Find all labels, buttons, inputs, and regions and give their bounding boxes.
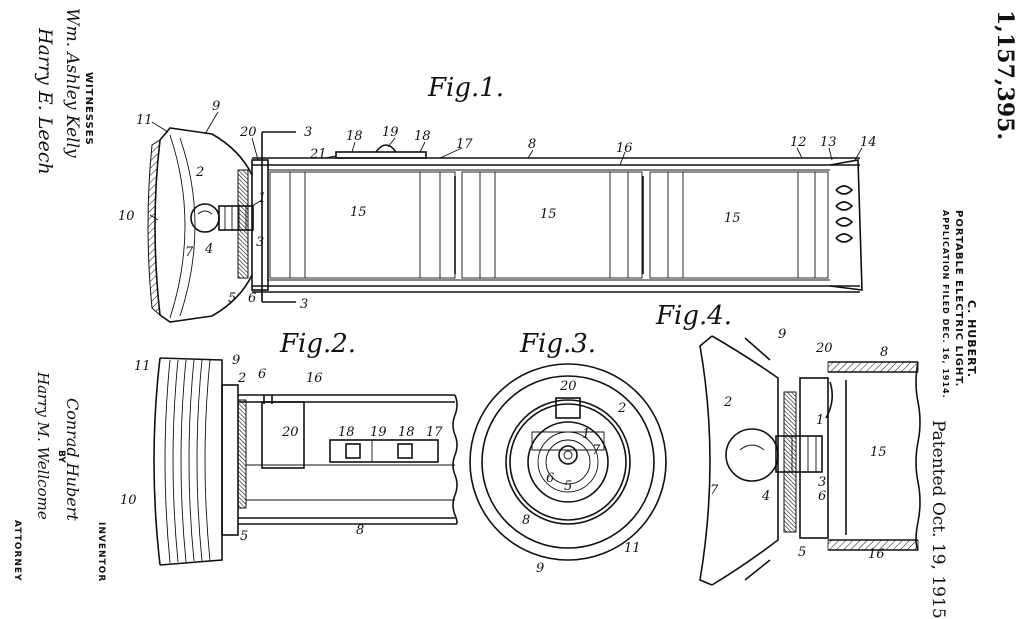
fig4-label: 7 [710,483,719,498]
fig3-label: 11 [624,541,641,556]
fig1-label: 6 [248,291,256,306]
fig1-label: 7 [185,245,194,260]
fig3-label: 5 [564,479,572,494]
fig4-label: 2 [723,395,732,410]
fig1-labels: 11 9 20 3 18 19 18 21 17 8 16 12 13 14 2… [118,99,877,312]
fig3-label: 7 [592,443,601,458]
fig3-label: 9 [536,561,544,576]
fig4-label: 15 [870,445,887,460]
fig1-label: 3 [256,235,264,250]
fig1-label: 2 [195,165,204,180]
attorney-signature: Harry M. Wellcome [34,372,52,520]
fig4-drawing: Fig.4. [655,301,921,586]
fig3-labels: 20 2 1 7 6 5 8 11 9 [522,379,641,576]
fig1-label: 15 [724,211,741,226]
fig3-label: 1 [582,427,590,442]
fig3-label: 2 [617,401,626,416]
fig2-label: 8 [356,523,364,538]
fig1-label: 8 [528,137,536,152]
fig1-label: 9 [212,99,220,114]
fig1-label: 21 [309,147,327,162]
fig1-label: 13 [820,135,837,150]
fig4-label: 3 [818,475,826,490]
fig4-label: 1 [816,413,824,428]
fig2-label: 5 [240,529,248,544]
fig2-title: Fig.2. [279,329,356,359]
fig2-label: 16 [306,371,323,386]
fig2-labels: 11 9 2 6 16 20 18 19 18 17 10 5 8 [120,353,443,544]
inventor-heading: INVENTOR [96,522,106,583]
fig4-label: 4 [761,489,770,504]
fig4-label: 8 [880,345,888,360]
patent-figures: Fig.1. [118,73,921,586]
fig1-drawing: Fig.1. [147,73,863,323]
fig3-label: 6 [546,471,554,486]
fig1-label: 1 [258,191,266,206]
fig3-label: 20 [559,379,577,394]
fig4-label: 9 [778,327,786,342]
witness-signature-2: Harry E. Leech [34,28,56,175]
fig4-title: Fig.4. [655,301,732,331]
fig2-label: 6 [258,367,266,382]
fig1-label: 3 [300,297,308,312]
fig2-label: 11 [134,359,151,374]
fig1-label: 17 [456,137,473,152]
fig2-label: 19 [370,425,387,440]
fig4-label: 6 [818,489,826,504]
fig1-label: 15 [350,205,367,220]
fig4-label: 5 [798,545,806,560]
fig1-label: 10 [118,209,135,224]
fig2-label: 2 [237,371,246,386]
fig1-label: 18 [346,129,363,144]
fig4-label: 20 [815,341,833,356]
fig1-label: 5 [228,291,236,306]
fig1-label: 20 [239,125,257,140]
fig1-label: 16 [616,141,633,156]
fig1-label: 11 [136,113,153,128]
patent-number: 1,157,395. [992,10,1018,141]
witnesses-heading: WITNESSES [83,72,94,146]
inventor-name: C. HUBERT. [965,300,978,379]
fig1-title: Fig.1. [427,73,504,103]
fig3-label: 8 [522,513,530,528]
fig2-label: 17 [426,425,443,440]
fig2-label: 9 [232,353,240,368]
fig2-drawing: Fig.2. [153,329,458,566]
by-label: BY [56,450,66,463]
fig2-label: 20 [281,425,299,440]
fig1-label: 19 [382,125,399,140]
fig2-label: 18 [398,425,415,440]
application-date: APPLICATION FILED DEC. 16, 1914. [941,210,950,399]
fig1-label: 18 [414,129,431,144]
fig1-label: 14 [860,135,877,150]
attorney-label: ATTORNEY [12,520,22,582]
fig4-labels: 9 20 8 2 1 15 3 7 4 6 5 16 [710,327,888,562]
patented-date: Patented Oct. 19, 1915 [928,420,948,619]
fig2-label: 18 [338,425,355,440]
fig1-label: 15 [540,207,557,222]
fig3-title: Fig.3. [519,329,596,359]
patent-drawing-sheet: Fig.1. [12,8,1018,619]
patent-title: PORTABLE ELECTRIC LIGHT. [953,210,964,388]
fig2-label: 10 [120,493,137,508]
fig1-label: 4 [204,242,213,257]
witness-signature-1: Wm. Ashley Kelly [62,8,82,158]
fig1-label: 12 [790,135,807,150]
fig4-label: 16 [868,547,885,562]
fig3-drawing: Fig.3. [469,329,667,561]
fig1-label: 3 [304,125,312,140]
